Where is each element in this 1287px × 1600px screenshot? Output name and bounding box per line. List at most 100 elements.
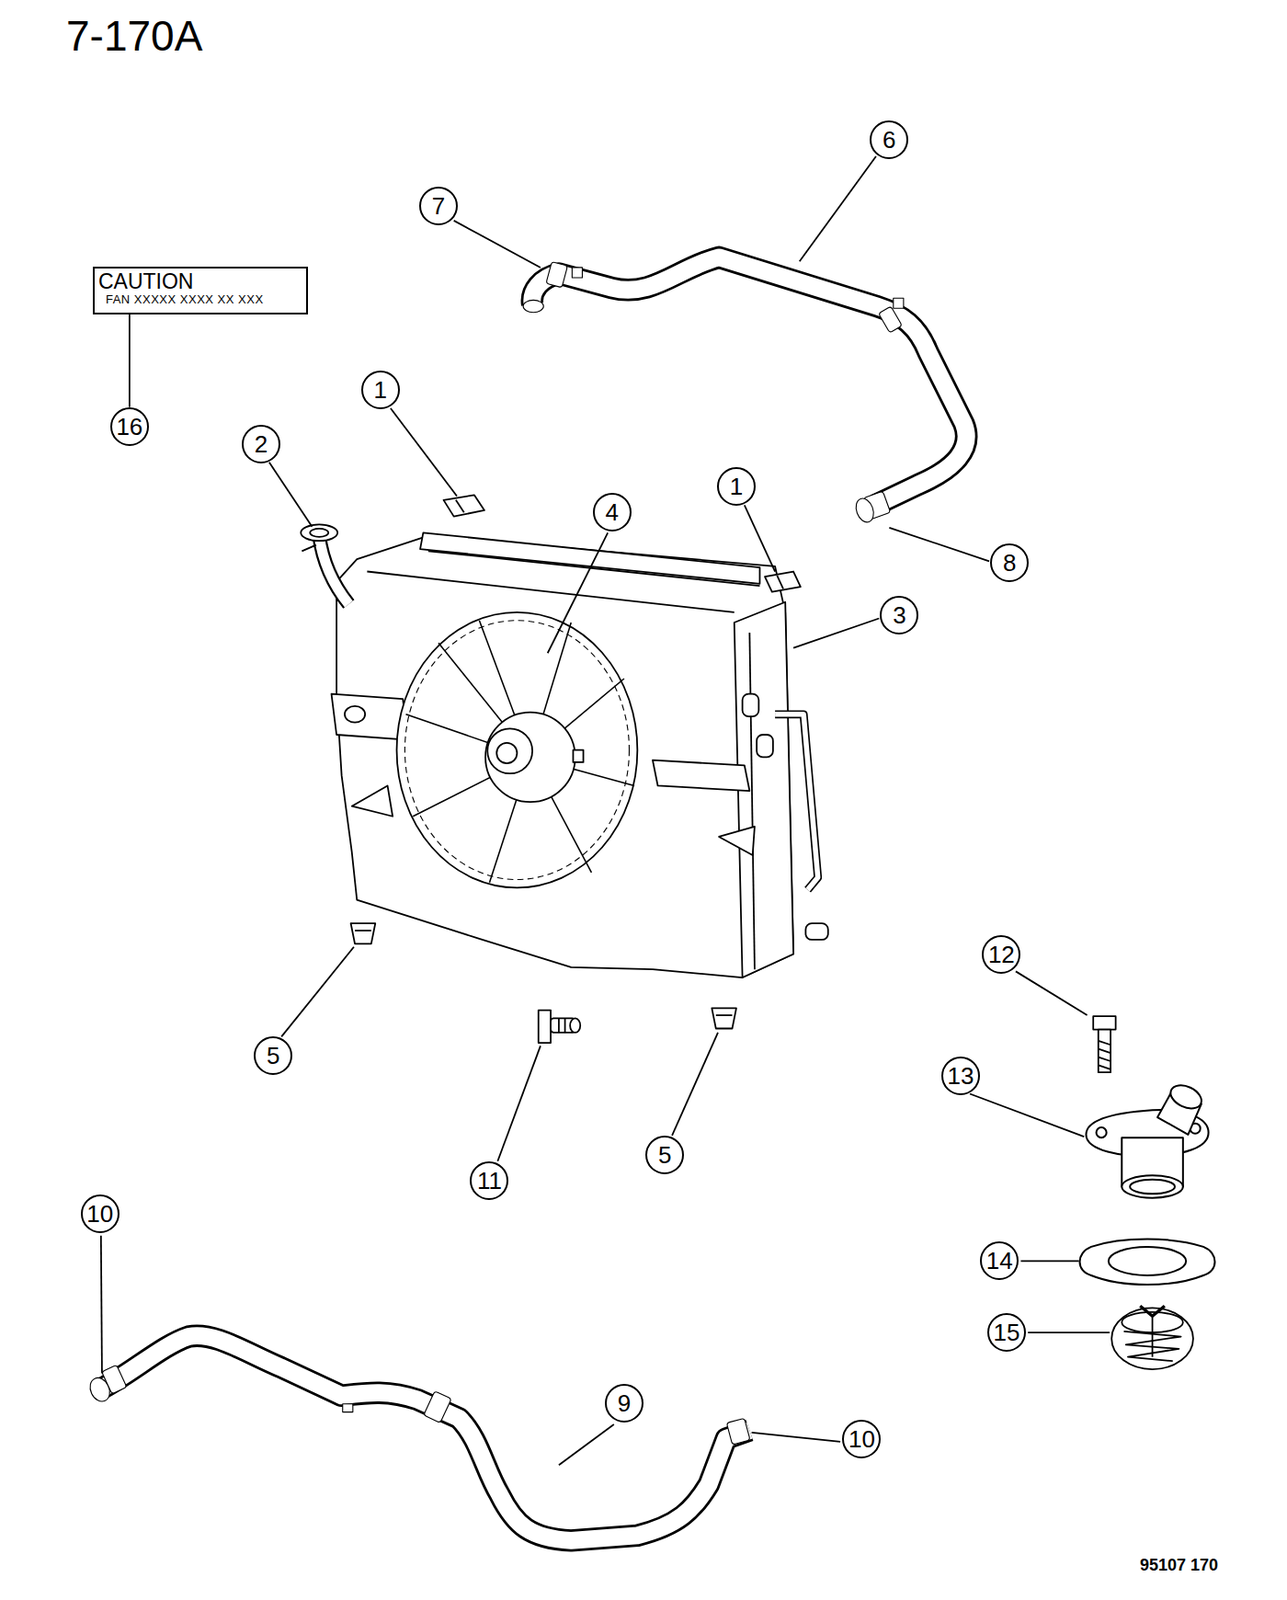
radiator-assembly [487,728,533,774]
callout-number: 14 [979,1241,1019,1280]
radiator-assembly [805,922,828,940]
gasket [1080,1239,1216,1285]
radiator-assembly [774,714,819,890]
leader-line [101,156,1110,1465]
upper-hose [878,306,903,333]
upper-hose [893,297,904,308]
thermostat [1111,1305,1194,1369]
drain-cock [538,1010,551,1043]
gasket [1080,1239,1216,1285]
callout-number: 12 [981,934,1021,974]
leader-line [281,946,354,1037]
callout-number: 3 [879,595,919,635]
callout-text: 3 [892,603,906,627]
thermostat [1111,1307,1194,1369]
radiator-assembly [749,632,755,969]
callout-text: 2 [254,432,268,456]
thermostat-housing [1085,1080,1208,1197]
leader-line [1020,1260,1079,1263]
bolt [1098,1064,1111,1069]
callout-number: 5 [253,1036,293,1075]
radiator-assembly [366,571,734,613]
upper-hose [523,299,544,312]
upper-hose [546,261,568,288]
callout-number: 9 [604,1383,644,1423]
leader-line [888,527,990,562]
callout-text: 13 [947,1063,975,1088]
callout-text: 5 [266,1043,280,1068]
clip [455,500,465,513]
radiator-assembly [300,523,338,541]
leader-line [497,1045,541,1161]
radiator-assembly [572,750,583,763]
callout-text: 8 [1002,550,1016,575]
radiator-assembly [318,535,349,604]
callout-number: 7 [419,186,458,226]
leader-line [671,1032,718,1136]
callout-number: 1 [361,370,400,410]
callout-number: 6 [869,120,909,160]
caution-label: CAUTIONFAN XXXXX XXXX XX XXX [92,266,308,315]
radiator-assembly [406,620,635,883]
drain-cock [558,1017,560,1033]
callout-text: 16 [115,414,143,439]
radiator-assembly [301,545,317,552]
clip [776,575,784,589]
bolt [1098,1057,1111,1061]
caution-heading: CAUTION [98,270,301,293]
bolt [1093,1015,1116,1072]
radiator-assembly [309,528,329,537]
bolt [1098,1048,1111,1053]
callout-number: 15 [987,1312,1026,1352]
bolt [1098,1040,1111,1045]
insulator [354,929,372,932]
thermostat-housing [1096,1127,1107,1138]
callout-number: 1 [717,466,756,506]
diagram-title: 7-170A [66,12,203,60]
callout-number: 2 [241,424,281,464]
callout-text: 14 [986,1248,1014,1273]
radiator-assembly [485,712,576,803]
gasket [1108,1246,1186,1276]
lower-hose [100,1335,751,1541]
drain-cock [564,1017,567,1033]
lower-hose [342,1403,354,1413]
lower-hose [423,1390,452,1424]
lower-hose [102,1364,127,1394]
insulator [716,1013,733,1016]
leader-line [558,1423,615,1465]
radiator-assembly [652,760,750,791]
thermostat-housing [1166,1080,1206,1113]
radiator-assembly [756,734,774,757]
radiator-assembly [404,620,629,880]
callout-text: 4 [604,500,618,524]
leader-line [547,532,608,653]
callout-number: 8 [990,543,1029,582]
leader-line [128,314,131,408]
callout-text: 9 [617,1390,631,1415]
leader-line [269,462,313,527]
drain-cock [538,1010,581,1043]
radiator-assembly [344,706,365,723]
leader-line [751,1432,842,1442]
callout-number: 10 [80,1194,120,1233]
radiator-assembly [300,523,829,978]
callout-text: 7 [432,193,445,218]
leader-line [1027,1331,1110,1333]
radiator-assembly [428,550,761,586]
radiator-assembly [496,742,517,764]
leader-line [101,1235,103,1374]
drain-cock [569,1017,581,1033]
bolt [1093,1015,1116,1029]
callout-text: 11 [477,1168,502,1193]
callout-text: 10 [848,1426,876,1451]
callout-number: 4 [592,492,632,532]
lower-hose [100,1335,751,1541]
leader-line [793,618,879,649]
bolt [1098,1029,1111,1073]
radiator-assembly [742,694,760,717]
callout-text: 6 [882,127,896,152]
